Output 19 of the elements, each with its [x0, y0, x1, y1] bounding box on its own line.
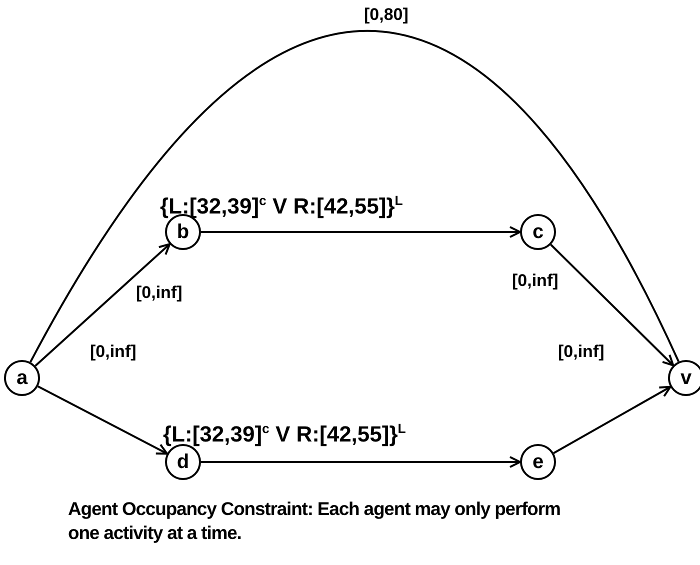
arrow [34, 243, 171, 367]
arrow [201, 226, 521, 238]
edge-label: [0,inf] [136, 284, 182, 303]
arrow [553, 386, 672, 454]
state-circle: e [520, 444, 556, 480]
arc-connector [30, 30, 680, 363]
caption: Agent Occupancy Constraint: Each agent may only perform one activity at a time. [68, 497, 562, 546]
state-circle: a [4, 360, 40, 396]
edge-label: {L:[32,39]$^{c}$ V R:[42,55]}$^{L}$ [160, 194, 403, 219]
arrow [201, 456, 521, 468]
arrow [38, 385, 168, 455]
state-circle: v [668, 360, 700, 396]
edge-label: {L:[32,39]$^{c}$ V R:[42,55]}$^{L}$ [163, 422, 406, 447]
edge-label: [0,inf] [90, 343, 136, 362]
arrow [550, 244, 674, 366]
edge-label: [0,80] [364, 6, 408, 25]
edge-label: [0,inf] [558, 343, 604, 362]
state-circle: c [520, 214, 556, 250]
edge-label: [0,inf] [512, 272, 558, 291]
